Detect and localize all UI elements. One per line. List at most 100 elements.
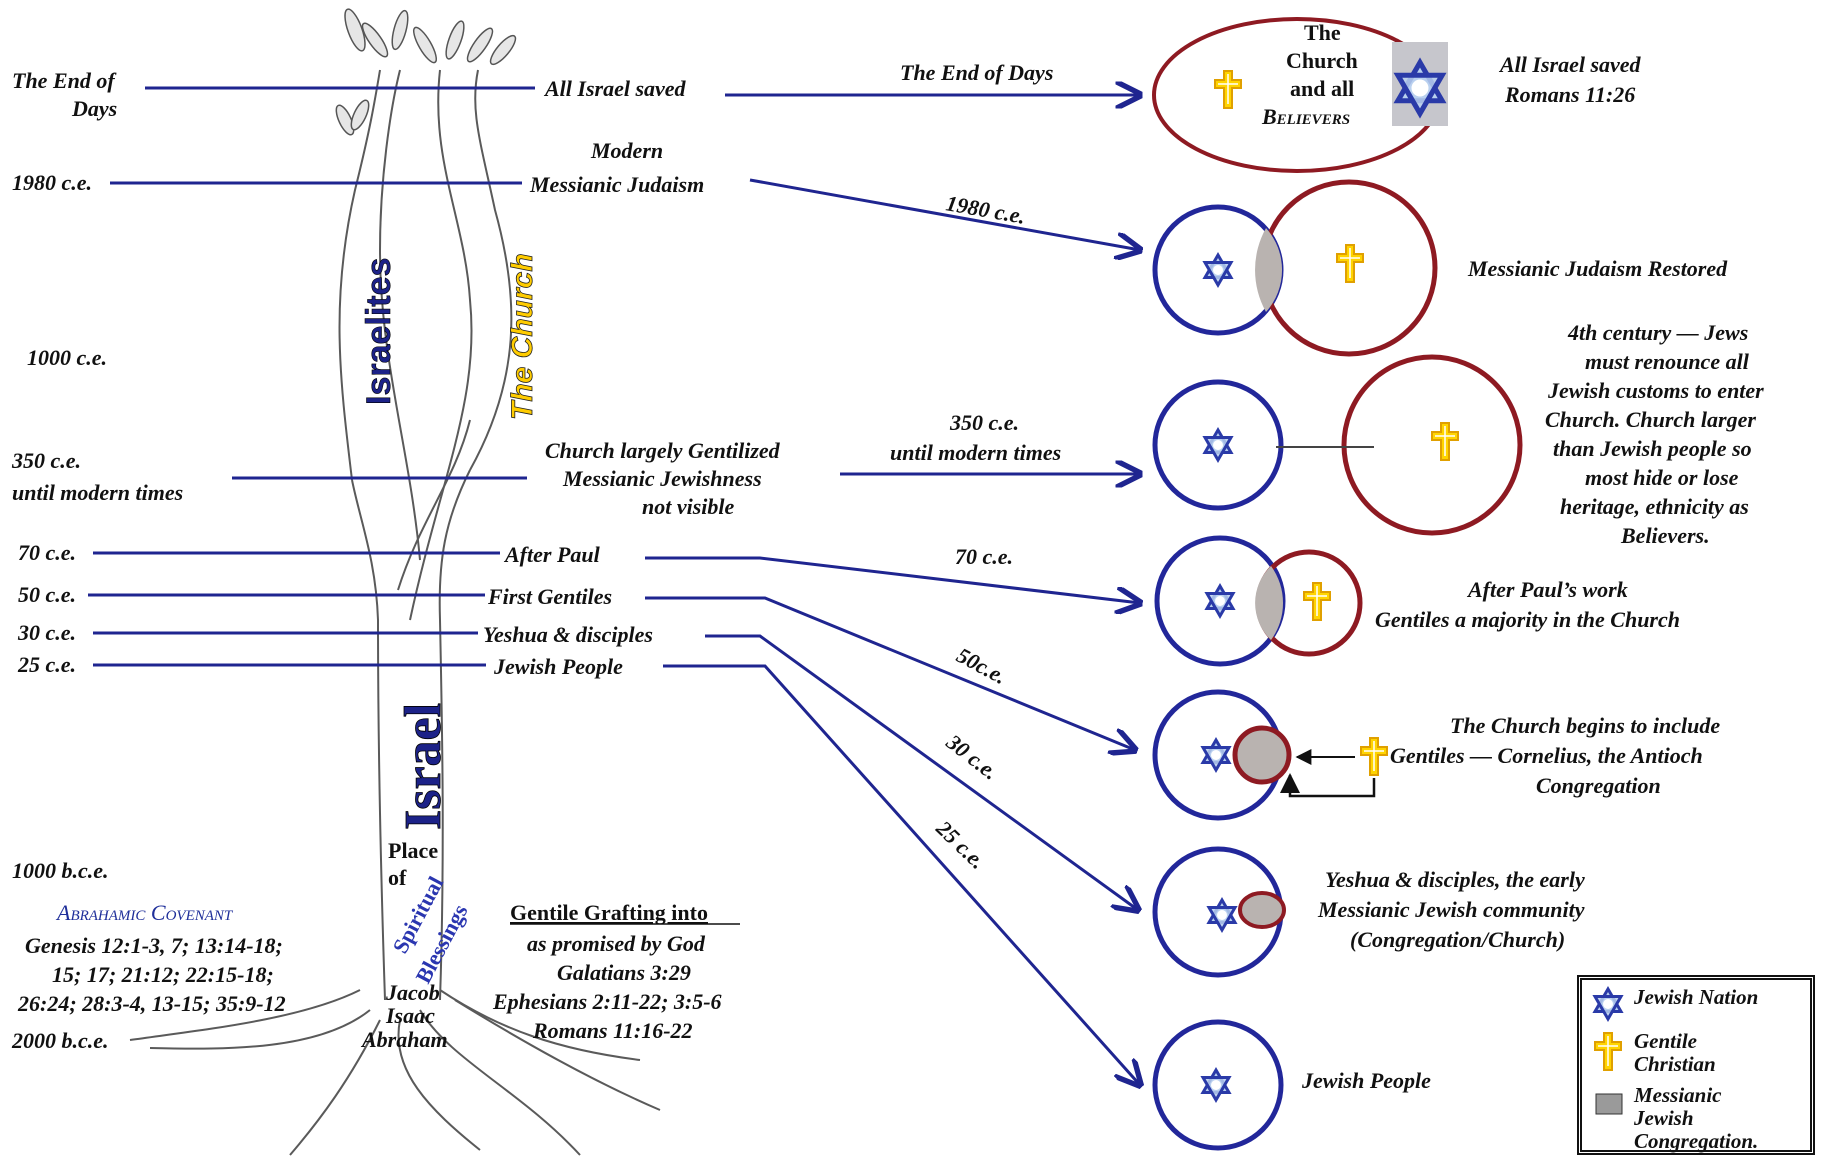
stage-incl-text-2: Gentiles — Cornelius, the Antioch [1390,743,1703,768]
cross-icon [1214,70,1242,109]
grafting-line-4: Romans 11:16-22 [532,1018,693,1043]
label-1000ce: 1000 c.e. [27,345,107,370]
c4-line-8: Believers. [1620,523,1710,548]
event-gentilized-2: Messianic Jewishness [562,466,762,491]
tree-label-isaac: Isaac [385,1003,435,1028]
event-first-gentiles: First Gentiles [487,584,612,609]
tree-drawing [129,69,661,1156]
covenant-line-1: Genesis 12:1-3, 7; 13:14-18; [25,933,283,958]
timeline-lines [88,86,535,667]
stage-end-text-1: The [1304,20,1341,45]
arrows [645,95,1140,1085]
arrow-label-end-days: The End of Days [900,60,1053,85]
arrow-label-350-1: 350 c.e. [949,410,1019,435]
grafting-line-3: Ephesians 2:11-22; 3:5-6 [492,989,722,1014]
stage-end-text-2: Church [1286,48,1358,73]
stage-end-text-4: Believers [1261,104,1350,129]
cross-icon [1431,422,1459,461]
stage-end-text-3: and all [1290,76,1354,101]
stage-end-desc-1: All Israel saved [1498,52,1642,77]
cross-icon [1303,582,1331,621]
stage-yeshua-text-2: Messianic Jewish community [1317,897,1585,922]
legend-messianic-label-3: Congregation. [1634,1129,1759,1153]
covenant-title: Abrahamic Covenant [55,900,234,925]
c4-line-5: than Jewish people so [1553,436,1752,461]
event-gentilized-1: Church largely Gentilized [545,438,781,463]
event-modern-1: Modern [590,138,663,163]
c4-line-6: most hide or lose [1585,465,1739,490]
stage-paul-text-1: After Paul’s work [1466,577,1628,602]
legend-gentile-label-1: Gentile [1634,1029,1697,1053]
legend-messianic-label-2: Jewish [1634,1106,1694,1130]
cross-icon [1360,737,1388,776]
stage-350 [1152,354,1523,536]
tree-label-jacob: Jacob [385,980,440,1005]
arrow-label-30: 30 c.e. [941,729,1003,785]
star-of-david-icon [1205,584,1235,618]
grafting-title: Gentile Grafting into [510,900,708,925]
stage-70 [1154,535,1363,667]
arrow-30 [705,634,1138,910]
event-yeshua: Yeshua & disciples [483,622,653,647]
label-30: 30 c.e. [17,620,76,645]
event-jewish-people: Jewish People [493,654,623,679]
tree-leaves [335,8,517,136]
arrow-label-350-2: until modern times [890,440,1061,465]
event-after-paul: After Paul [503,542,601,567]
stage-end-desc-2: Romans 11:26 [1504,82,1635,107]
c4-line-1: 4th century — Jews [1567,320,1748,345]
label-70: 70 c.e. [18,540,76,565]
covenant-line-3: 26:24; 28:3-4, 13-15; 35:9-12 [17,991,286,1016]
arrow-label-50: 50c.e. [953,642,1011,689]
grafting-line-1: as promised by God [527,931,706,956]
label-end-of-days-2: Days [71,96,117,121]
legend-gentile-label-2: Christian [1634,1052,1716,1076]
event-modern-2: Messianic Judaism [529,172,704,197]
label-1000bce: 1000 b.c.e. [12,858,109,883]
label-350: 350 c.e. [11,448,81,473]
stage-yeshua-text-1: Yeshua & disciples, the early [1325,867,1585,892]
stage-1980 [1152,179,1438,357]
star-of-david-icon [1201,1068,1231,1102]
arrow-label-70: 70 c.e. [955,544,1013,569]
tree-label-of: of [388,865,407,890]
c4-line-3: Jewish customs to enter [1547,378,1764,403]
c4-line-7: heritage, ethnicity as [1560,494,1749,519]
stage-incl-text-1: The Church begins to include [1450,713,1720,738]
stage-30 [1152,846,1286,978]
label-350-sub: until modern times [12,480,183,505]
cross-icon [1594,1032,1622,1071]
arrow-50 [645,596,1135,750]
event-all-israel: All Israel saved [543,76,687,101]
stage-jewish-people-text: Jewish People [1301,1068,1431,1093]
tree-label-israelites: Israelites [360,258,398,405]
tree-label-israel: Israel [395,703,452,830]
grey-square-icon [1595,1093,1623,1115]
star-of-david-icon [1593,987,1623,1021]
stage-restored-text: Messianic Judaism Restored [1467,256,1728,281]
legend-jewish-nation: Jewish Nation [1588,986,1758,1022]
star-of-david-icon [1203,253,1233,287]
stage-incl-text-3: Congregation [1536,773,1661,798]
tree-label-church: The Church [506,253,539,420]
star-of-david-icon [1207,898,1237,932]
arrow-25 [663,664,1140,1085]
cross-icon [1336,244,1364,283]
c4-line-2: must renounce all [1585,349,1750,374]
grafting-line-2: Galatians 3:29 [557,960,691,985]
label-2000bce: 2000 b.c.e. [11,1028,109,1053]
stage-paul-text-2: Gentiles a majority in the Church [1375,607,1680,632]
stage-50 [1152,689,1388,821]
label-50: 50 c.e. [18,582,76,607]
arrow-1980 [749,178,1140,250]
legend-jewish-nation-label: Jewish Nation [1634,985,1759,1009]
arrow-70 [645,556,1140,603]
arrow-label-25: 25 c.e. [931,815,991,874]
label-25: 25 c.e. [17,652,76,677]
label-1980: 1980 c.e. [12,170,92,195]
